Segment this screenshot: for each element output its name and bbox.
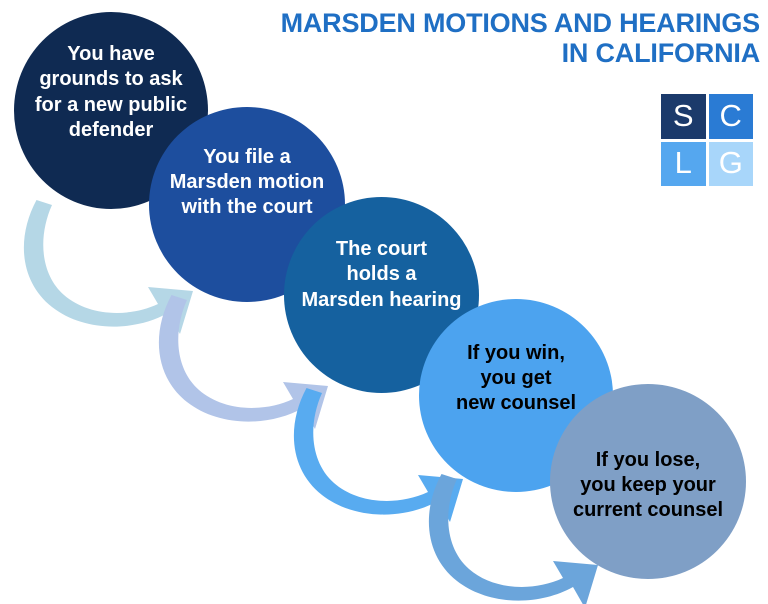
step-label-win: If you win, you get new counsel	[455, 341, 577, 415]
arrow-2-icon	[158, 295, 328, 429]
step-label-grounds: You have grounds to ask for a new public…	[34, 43, 188, 141]
sclg-logo: S C L G	[661, 94, 753, 186]
logo-cell-l: L	[661, 141, 706, 186]
step-label-file-motion: You file a Marsden motion with the court	[169, 145, 325, 219]
logo-cell-g: G	[708, 141, 753, 186]
logo-cell-c: C	[708, 94, 753, 139]
logo-cell-s: S	[661, 94, 706, 139]
arrow-4-icon	[428, 474, 598, 604]
step-label-lose: If you lose, you keep your current couns…	[572, 448, 724, 522]
step-node-lose[interactable]: If you lose, you keep your current couns…	[550, 384, 746, 579]
arrow-1-icon	[23, 200, 194, 334]
step-label-hearing: The court holds a Marsden hearing	[301, 238, 462, 311]
arrow-3-icon	[293, 388, 463, 522]
page-title: Marsden motions and hearings in Californ…	[280, 8, 761, 69]
